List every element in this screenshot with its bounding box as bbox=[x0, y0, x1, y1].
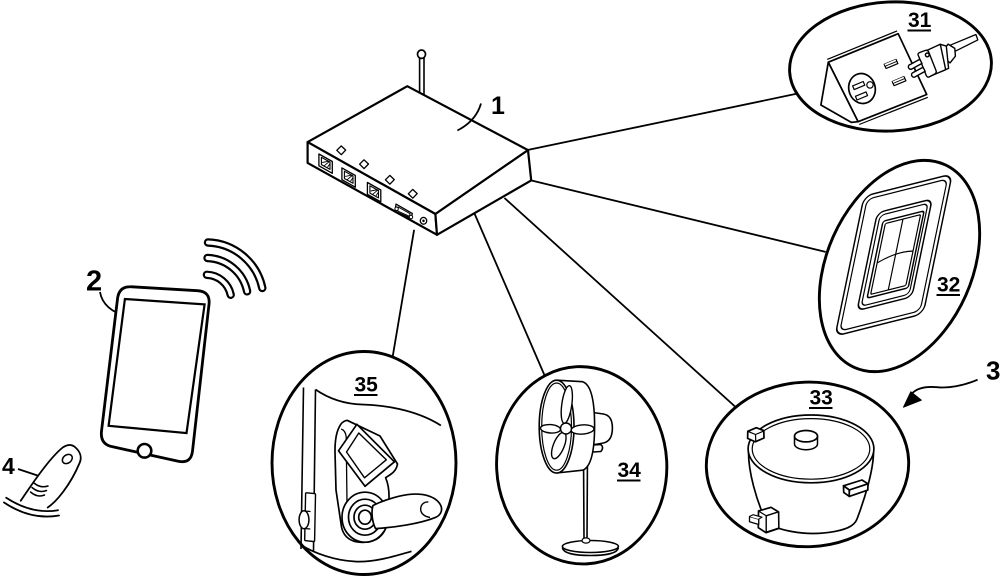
svg-text:31: 31 bbox=[908, 9, 932, 32]
svg-text:35: 35 bbox=[355, 374, 379, 397]
svg-text:4: 4 bbox=[2, 453, 15, 479]
svg-text:33: 33 bbox=[810, 387, 833, 410]
svg-text:34: 34 bbox=[618, 459, 642, 482]
svg-text:32: 32 bbox=[937, 274, 960, 297]
svg-text:1: 1 bbox=[491, 92, 505, 120]
svg-text:3: 3 bbox=[986, 356, 1000, 386]
svg-text:2: 2 bbox=[86, 266, 102, 298]
